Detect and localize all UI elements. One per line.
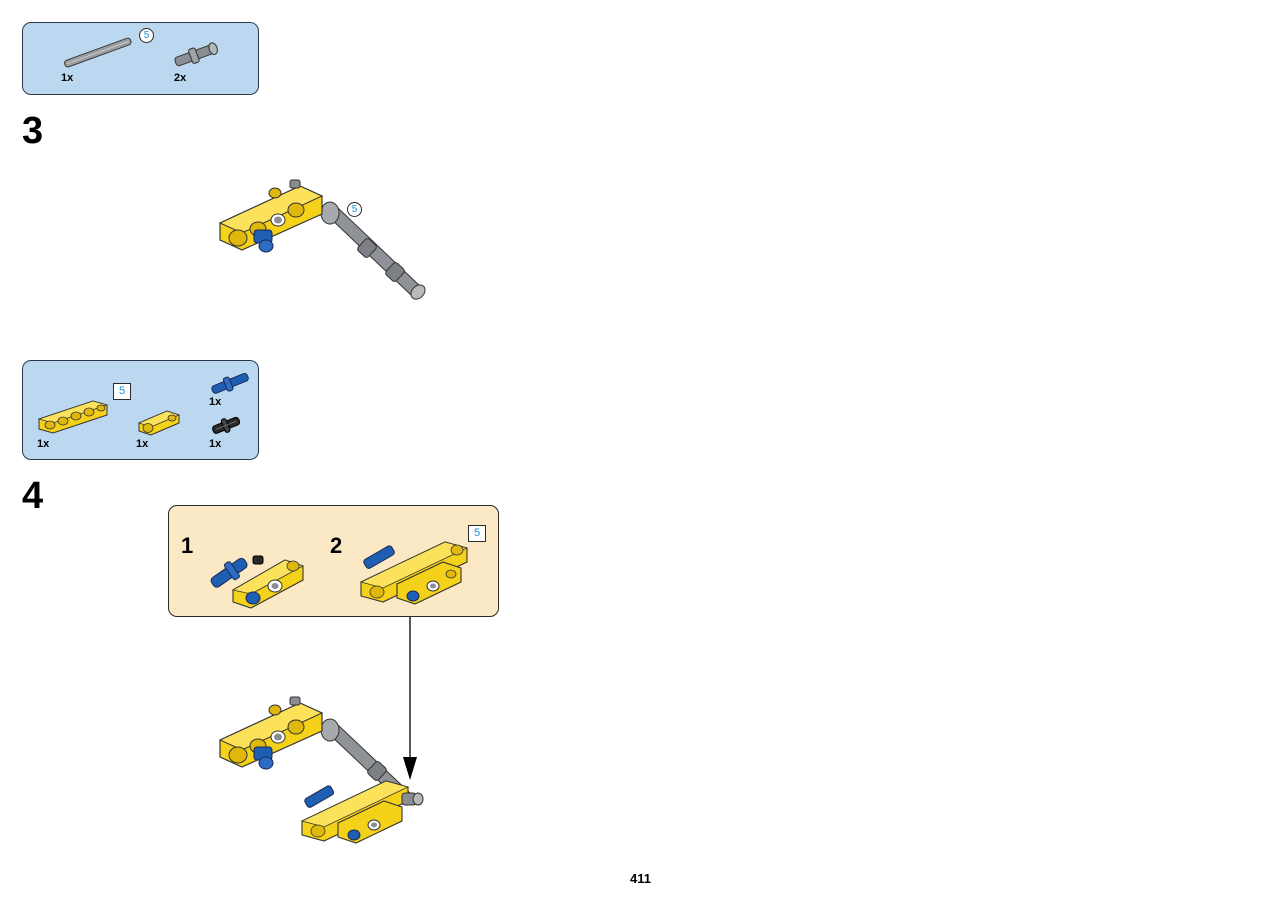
part-qty: 1x bbox=[209, 438, 222, 450]
sub-step-1-image bbox=[210, 555, 305, 609]
beam-length-marker: 5 bbox=[468, 525, 486, 542]
gray-connector-pin-icon bbox=[174, 42, 218, 67]
axle-length-marker: 5 bbox=[139, 28, 154, 43]
black-pin-icon bbox=[211, 416, 241, 434]
parts-list-step-4: 1x 5 1x 1x 1x bbox=[22, 360, 259, 460]
placement-arrow bbox=[403, 617, 417, 780]
step-number: 4 bbox=[22, 475, 44, 517]
page-number: 411 bbox=[630, 871, 651, 886]
sub-step-number: 2 bbox=[330, 533, 343, 558]
part-qty: 1x bbox=[209, 396, 222, 408]
parts-list-step-3: 1x 5 2x bbox=[22, 22, 259, 95]
axle-length-callout: 5 bbox=[347, 202, 362, 217]
sub-assembly-box: 1 2 5 bbox=[168, 505, 499, 617]
sub-step-2-image bbox=[359, 541, 469, 605]
sub-step-number: 1 bbox=[181, 533, 194, 558]
part-qty: 1x bbox=[61, 72, 74, 84]
step-number: 3 bbox=[22, 110, 44, 152]
part-qty: 1x bbox=[136, 438, 149, 450]
yellow-cross-block-icon bbox=[137, 410, 181, 436]
step-4-assembly-image bbox=[218, 696, 424, 844]
step-3-assembly-image bbox=[218, 179, 426, 300]
part-qty: 1x bbox=[37, 438, 50, 450]
beam-length-marker: 5 bbox=[113, 383, 131, 400]
gray-axle-icon bbox=[64, 37, 132, 68]
blue-pin-icon bbox=[211, 372, 249, 394]
part-qty: 2x bbox=[174, 72, 187, 84]
yellow-beam-icon bbox=[37, 400, 109, 434]
